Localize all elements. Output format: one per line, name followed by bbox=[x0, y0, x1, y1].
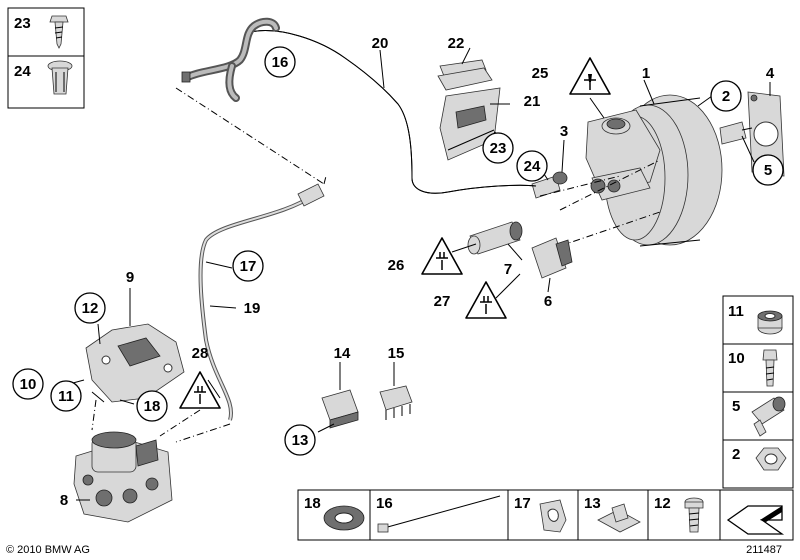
sensor-icon bbox=[751, 396, 786, 437]
warning-triangle-27 bbox=[465, 281, 507, 319]
strip-label-17: 17 bbox=[514, 495, 531, 512]
vacuum-sensor bbox=[531, 171, 568, 199]
callout-13: 13 bbox=[284, 424, 316, 456]
label-15: 15 bbox=[388, 345, 405, 362]
grommet-icon bbox=[323, 505, 365, 531]
label-22: 22 bbox=[448, 35, 465, 52]
label-9: 9 bbox=[126, 269, 134, 286]
pushrod bbox=[719, 121, 753, 145]
label-4: 4 bbox=[766, 65, 775, 82]
warning-triangle-25 bbox=[569, 57, 611, 95]
brake-booster-assembly bbox=[531, 91, 785, 247]
sensor-6 bbox=[531, 237, 573, 279]
label-21: 21 bbox=[524, 93, 541, 110]
bracket-9 bbox=[85, 323, 185, 403]
label-27: 27 bbox=[434, 293, 451, 310]
panel-label-24: 24 bbox=[14, 63, 31, 80]
callout-10: 10 bbox=[12, 368, 44, 400]
label-7: 7 bbox=[504, 261, 512, 278]
callout-11: 11 bbox=[50, 380, 82, 412]
cable-tie-icon bbox=[377, 495, 501, 533]
svg-text:16: 16 bbox=[272, 54, 289, 71]
panel-label-5: 5 bbox=[732, 398, 740, 415]
callout-5: 5 bbox=[752, 154, 784, 186]
warning-triangle-26 bbox=[421, 237, 463, 275]
label-26: 26 bbox=[388, 257, 405, 274]
copyright-text: © 2010 BMW AG bbox=[6, 544, 90, 556]
warning-triangle-28 bbox=[179, 371, 221, 409]
svg-text:12: 12 bbox=[82, 300, 99, 317]
svg-text:18: 18 bbox=[144, 398, 161, 415]
label-20: 20 bbox=[372, 35, 389, 52]
hose-clip-icon bbox=[539, 499, 567, 533]
svg-text:10: 10 bbox=[20, 376, 37, 393]
arrow-icon bbox=[726, 505, 785, 535]
label-8: 8 bbox=[60, 492, 68, 509]
callout-24: 24 bbox=[516, 150, 548, 182]
panel-label-23: 23 bbox=[14, 15, 31, 32]
relay-15 bbox=[379, 385, 413, 420]
svg-text:5: 5 bbox=[764, 162, 772, 179]
callout-17: 17 bbox=[232, 250, 264, 282]
strip-label-18: 18 bbox=[304, 495, 321, 512]
callout-16: 16 bbox=[264, 46, 296, 78]
label-19: 19 bbox=[244, 300, 261, 317]
collar-nut-icon bbox=[757, 310, 783, 335]
bottom-strip: 18 16 17 13 12 bbox=[297, 489, 794, 541]
panel-label-2: 2 bbox=[732, 446, 740, 463]
callout-12: 12 bbox=[74, 292, 106, 324]
label-1: 1 bbox=[642, 65, 650, 82]
hydraulic-unit-8 bbox=[73, 431, 173, 523]
svg-text:11: 11 bbox=[58, 388, 74, 405]
top-left-panel: 23 24 bbox=[7, 7, 85, 109]
panel-label-11: 11 bbox=[728, 303, 744, 320]
strip-label-13: 13 bbox=[584, 495, 601, 512]
strip-label-12: 12 bbox=[654, 495, 671, 512]
bolt-icon bbox=[762, 349, 778, 387]
svg-text:2: 2 bbox=[722, 88, 730, 105]
svg-text:17: 17 bbox=[240, 258, 257, 275]
label-3: 3 bbox=[560, 123, 568, 140]
svg-text:24: 24 bbox=[524, 158, 541, 175]
relay-14 bbox=[321, 389, 359, 429]
callout-23: 23 bbox=[482, 132, 514, 164]
master-cylinder bbox=[590, 167, 651, 201]
svg-text:13: 13 bbox=[292, 432, 309, 449]
label-14: 14 bbox=[334, 345, 351, 362]
strip-label-16: 16 bbox=[376, 495, 393, 512]
diagram-number: 211487 bbox=[746, 544, 782, 556]
clip-nut-icon bbox=[47, 60, 73, 95]
screw-icon bbox=[49, 15, 69, 49]
right-side-panel: 11 10 5 2 bbox=[722, 295, 794, 489]
label-6: 6 bbox=[544, 293, 552, 310]
label-25: 25 bbox=[532, 65, 549, 82]
screw-bolt-icon bbox=[684, 497, 704, 533]
reservoir bbox=[585, 109, 661, 191]
label-28: 28 bbox=[192, 345, 209, 362]
callout-2: 2 bbox=[710, 80, 742, 112]
mounting-plate bbox=[747, 91, 785, 177]
clip-icon bbox=[597, 503, 641, 533]
hex-nut-icon bbox=[755, 447, 787, 471]
callout-18: 18 bbox=[136, 390, 168, 422]
panel-label-10: 10 bbox=[728, 350, 745, 367]
svg-text:23: 23 bbox=[490, 140, 507, 157]
pressure-sensor-7 bbox=[467, 221, 523, 255]
